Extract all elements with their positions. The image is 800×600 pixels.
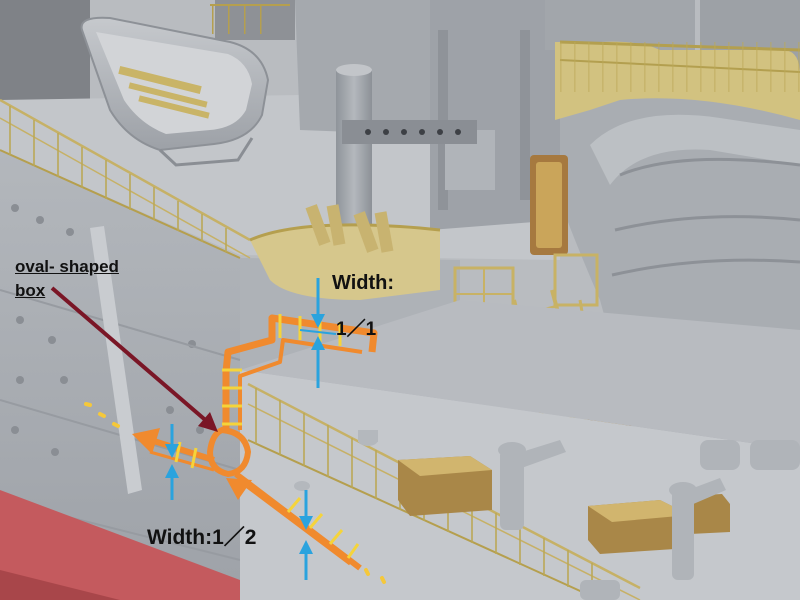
width-ratio-top: 1／1 [336, 319, 377, 340]
hull-strake [90, 226, 142, 494]
width-label-top: Width: [332, 272, 395, 294]
brass-gallery [555, 40, 800, 120]
oval-shaped-box-junction [206, 426, 252, 478]
width-label-bottom: Width:1／2 [147, 526, 257, 549]
hull-portholes [11, 204, 204, 456]
upper-deck-railing [0, 98, 251, 259]
width-arrows-top [299, 278, 337, 388]
pointer-arrow [50, 286, 218, 432]
width-arrows-left [165, 424, 179, 500]
background-structure [0, 0, 90, 110]
oval-box-label-line1: oval- shaped [15, 257, 119, 276]
lifeboat [80, 16, 270, 167]
oval-box-annotation: oval- shaped box [15, 255, 119, 303]
width-arrows-bottom [299, 490, 313, 580]
background-railing [210, 4, 290, 34]
oval-box-label-line2: box [15, 281, 46, 300]
brass-gun-tub [249, 204, 441, 300]
red-hull-waterline [0, 490, 240, 600]
deck-bollards [294, 430, 378, 491]
pipe-route-lower-right [226, 471, 362, 571]
main-deck-far [240, 300, 800, 450]
dotted-continuation [84, 402, 386, 584]
deck-fittings [498, 440, 800, 600]
brass-hatch-door [530, 155, 568, 255]
brass-lockers [398, 456, 730, 554]
